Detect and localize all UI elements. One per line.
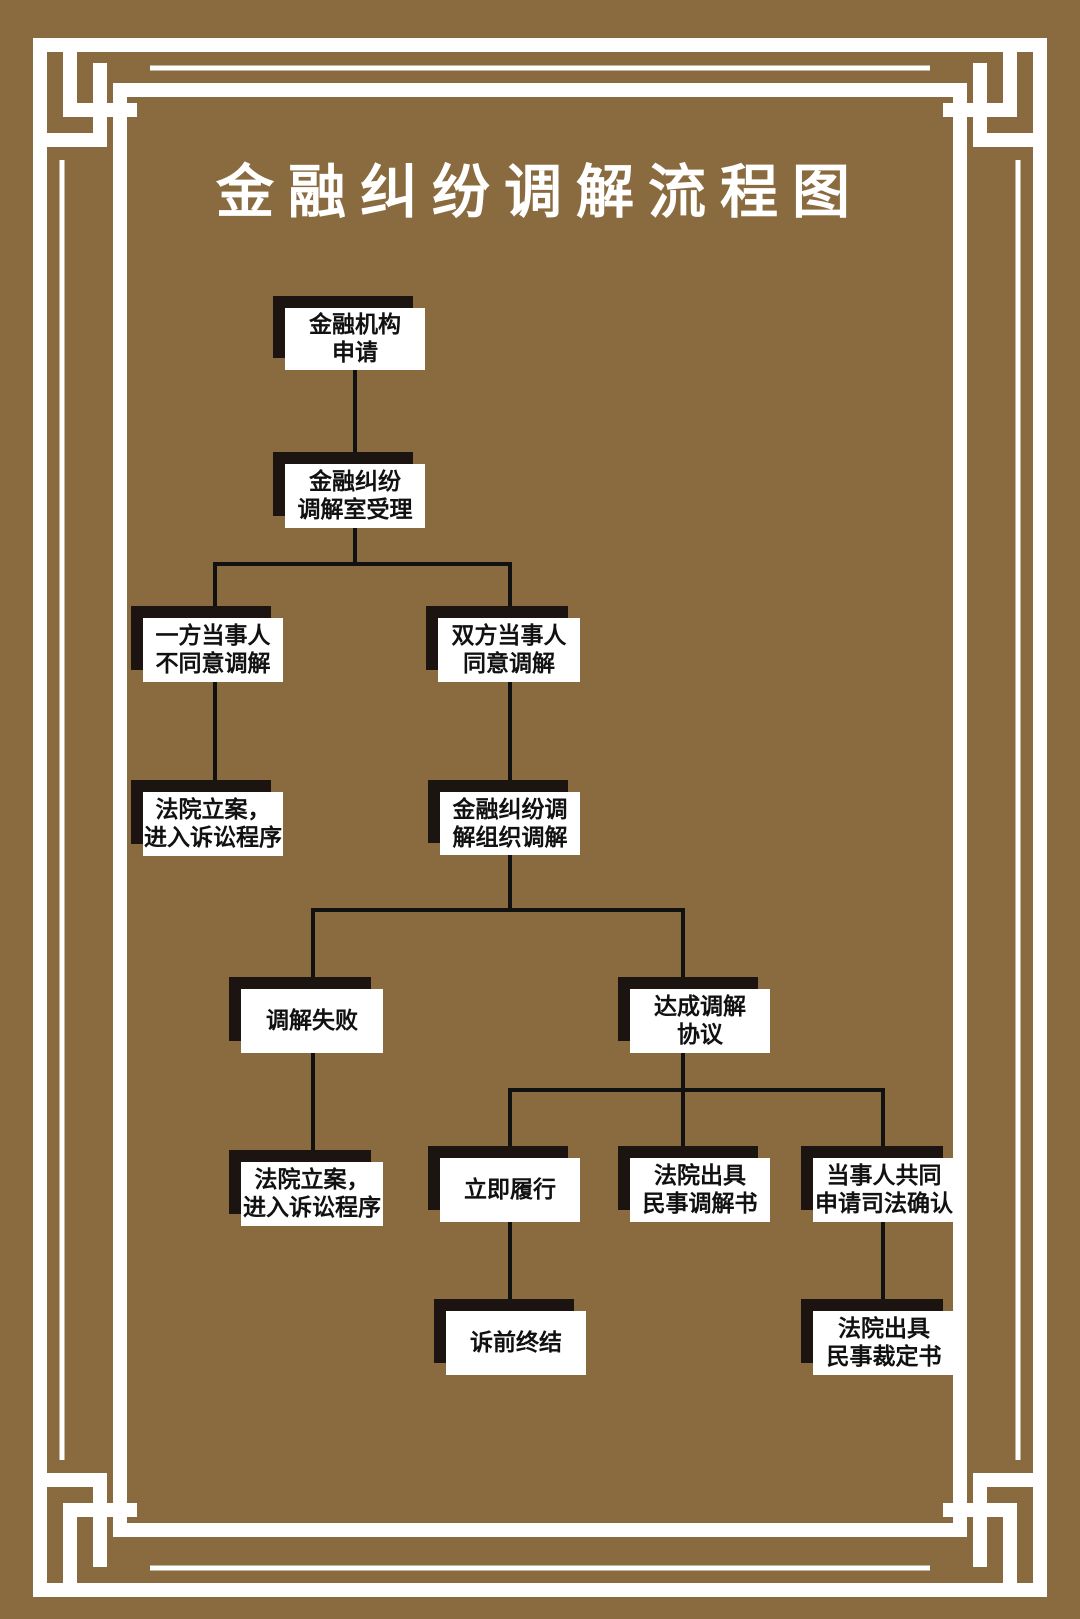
- node-both-agree-line2: 同意调解: [463, 651, 555, 677]
- node-agreement-reached: 达成调解 协议: [630, 989, 770, 1053]
- node-immediate-performance-line1: 立即履行: [464, 1177, 556, 1203]
- node-both-agree-line1: 双方当事人: [451, 623, 567, 649]
- node-agreement-reached-line1: 达成调解: [654, 994, 746, 1020]
- node-court-filing-1: 法院立案， 进入诉讼程序: [143, 792, 283, 856]
- node-mediation-failed: 调解失败: [241, 989, 383, 1053]
- node-one-party-disagree: 一方当事人 不同意调解: [143, 618, 283, 682]
- node-joint-judicial-confirmation-line2: 申请司法确认: [815, 1191, 953, 1217]
- node-court-filing-2-line2: 进入诉讼程序: [243, 1195, 381, 1221]
- node-org-mediation-line1: 金融纠纷调: [452, 796, 568, 823]
- node-mediation-failed-line1: 调解失败: [266, 1008, 358, 1034]
- node-one-party-disagree-line2: 不同意调解: [155, 651, 271, 677]
- node-court-mediation-doc-line1: 法院出具: [654, 1163, 746, 1189]
- node-immediate-performance: 立即履行: [440, 1158, 580, 1222]
- node-court-filing-2: 法院立案， 进入诉讼程序: [241, 1162, 383, 1226]
- node-court-filing-1-line1: 法院立案，: [155, 797, 271, 823]
- node-one-party-disagree-line1: 一方当事人: [155, 623, 271, 649]
- node-court-filing-2-line1: 法院立案，: [254, 1167, 370, 1193]
- node-apply-line1: 金融机构: [309, 312, 401, 338]
- node-pre-litigation-end: 诉前终结: [446, 1311, 586, 1375]
- node-agreement-reached-line2: 协议: [677, 1022, 723, 1048]
- node-org-mediation: 金融纠纷调 解组织调解: [440, 792, 580, 855]
- page-title: 金融纠纷调解流程图: [215, 158, 864, 226]
- node-joint-judicial-confirmation-line1: 当事人共同: [826, 1163, 942, 1189]
- node-accept-line1: 金融纠纷: [309, 469, 401, 495]
- node-court-mediation-doc-line2: 民事调解书: [642, 1191, 758, 1217]
- node-both-agree: 双方当事人 同意调解: [438, 618, 580, 682]
- node-court-ruling-doc-line2: 民事裁定书: [826, 1344, 942, 1370]
- node-apply: 金融机构 申请: [285, 308, 425, 370]
- node-accept: 金融纠纷 调解室受理: [285, 464, 425, 528]
- node-court-filing-1-line2: 进入诉讼程序: [144, 825, 282, 851]
- node-court-ruling-doc-line1: 法院出具: [838, 1316, 930, 1342]
- node-joint-judicial-confirmation: 当事人共同 申请司法确认: [813, 1158, 955, 1222]
- node-apply-line2: 申请: [332, 340, 378, 366]
- node-court-mediation-doc: 法院出具 民事调解书: [630, 1158, 770, 1222]
- node-court-ruling-doc: 法院出具 民事裁定书: [813, 1311, 955, 1375]
- node-org-mediation-line2: 解组织调解: [452, 824, 568, 851]
- node-accept-line2: 调解室受理: [297, 497, 413, 523]
- node-pre-litigation-end-line1: 诉前终结: [470, 1330, 562, 1356]
